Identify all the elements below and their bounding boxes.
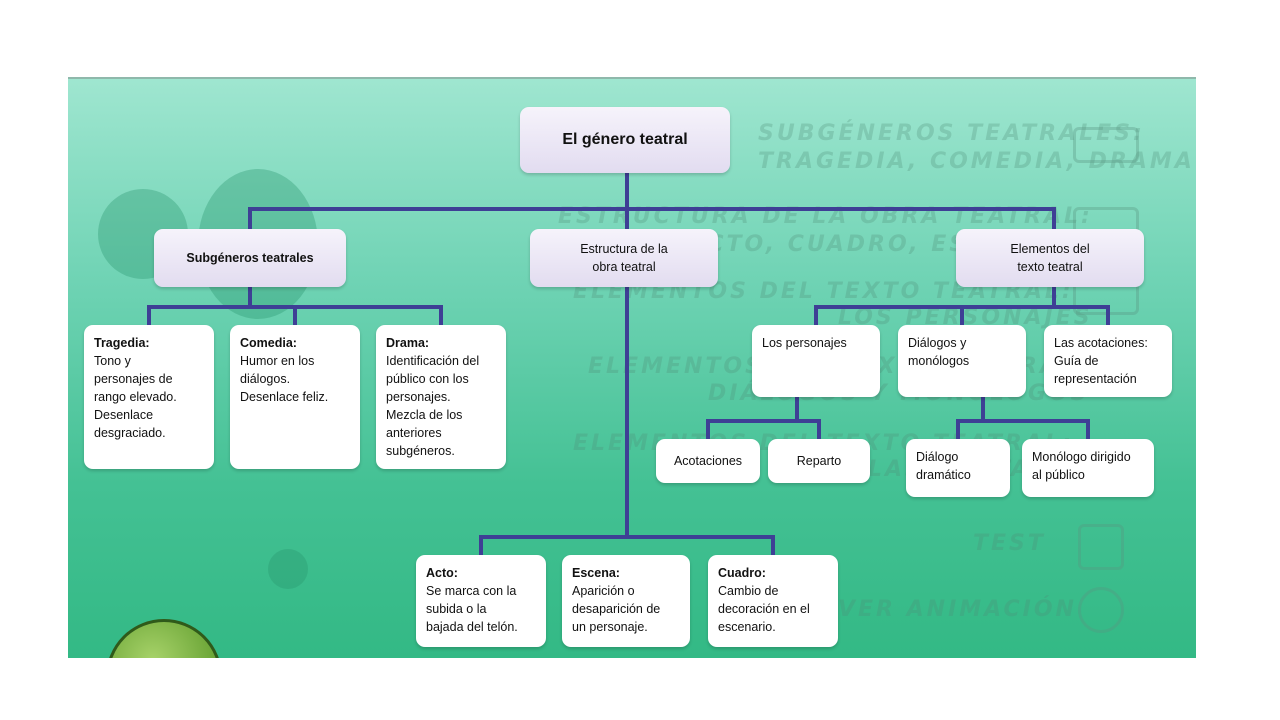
estructura-label-line: Estructura de la	[580, 242, 668, 256]
background-watermark: TEST	[973, 531, 1046, 556]
elementos-label-line: texto teatral	[1017, 260, 1083, 274]
root-node: El género teatral	[520, 107, 730, 173]
drama-line: anteriores	[386, 426, 442, 440]
acto-line: Se marca con la	[426, 584, 517, 598]
dialogos-node: Diálogos y monólogos	[898, 325, 1026, 397]
tragedia-line: rango elevado.	[94, 390, 177, 404]
comedia-title: Comedia:	[240, 336, 297, 350]
acto-line: bajada del telón.	[426, 620, 518, 634]
test-icon	[1078, 524, 1124, 570]
monologo-line: Monólogo dirigido	[1032, 450, 1131, 464]
tragedia-line: Tono y	[94, 354, 131, 368]
root-label: El género teatral	[562, 131, 688, 148]
drama-title: Drama:	[386, 336, 430, 350]
tragedia-line: Desenlace	[94, 408, 154, 422]
dialogo-dramatico-node: Diálogo dramático	[906, 439, 1010, 497]
reparto-label: Reparto	[796, 454, 842, 468]
escena-title: Escena:	[572, 566, 620, 580]
cuadro-line: decoración en el	[718, 602, 810, 616]
escena-line: Aparición o	[572, 584, 635, 598]
comedia-line: Humor en los	[240, 354, 315, 368]
escena-node: Escena: Aparición o desaparición de un p…	[562, 555, 690, 647]
subgeneros-node: Subgéneros teatrales	[154, 229, 346, 287]
sun-icon	[1078, 587, 1124, 633]
tragedia-title: Tragedia:	[94, 336, 150, 350]
comedia-node: Comedia: Humor en los diálogos. Desenlac…	[230, 325, 360, 469]
drama-line: personajes.	[386, 390, 451, 404]
monologo-line: al público	[1032, 468, 1085, 482]
comedia-line: Desenlace feliz.	[240, 390, 329, 404]
estructura-node: Estructura de la obra teatral	[530, 229, 718, 287]
acotaciones-guia-title: Las acotaciones:	[1054, 336, 1148, 350]
acotaciones-label: Acotaciones	[673, 454, 743, 468]
acotaciones-guia-line: Guía de	[1054, 354, 1099, 368]
background-watermark: VER ANIMACIÓN	[838, 597, 1077, 622]
background-watermark: SUBGÉNEROS TEATRALES:	[758, 121, 1145, 146]
estructura-label-line: obra teatral	[592, 260, 656, 274]
escena-line: desaparición de	[572, 602, 661, 616]
tragedia-node: Tragedia: Tono y personajes de rango ele…	[84, 325, 214, 469]
drama-line: público con los	[386, 372, 469, 386]
personajes-label: Los personajes	[762, 336, 847, 350]
acto-node: Acto: Se marca con la subida o la bajada…	[416, 555, 546, 647]
drama-node: Drama: Identificación del público con lo…	[376, 325, 506, 469]
personajes-node: Los personajes	[752, 325, 880, 397]
tragedia-line: desgraciado.	[94, 426, 166, 440]
connector-lines	[147, 171, 1110, 557]
cuadro-line: escenario.	[718, 620, 776, 634]
monologo-node: Monólogo dirigido al público	[1022, 439, 1154, 497]
subgeneros-label: Subgéneros teatrales	[186, 251, 314, 265]
escena-line: un personaje.	[572, 620, 648, 634]
acto-line: subida o la	[426, 602, 487, 616]
tragedia-line: personajes de	[94, 372, 173, 386]
dialogos-label-line: monólogos	[908, 354, 970, 368]
acto-title: Acto:	[426, 566, 458, 580]
comedia-line: diálogos.	[240, 372, 291, 386]
pencil-icon	[1073, 127, 1139, 163]
drama-line: Mezcla de los	[386, 408, 463, 422]
cuadro-node: Cuadro: Cambio de decoración en el escen…	[708, 555, 838, 647]
acotaciones-guia-line: representación	[1054, 372, 1137, 386]
dialogos-label-line: Diálogos y	[908, 336, 967, 350]
dialogo-dramatico-line: dramático	[916, 468, 971, 482]
cuadro-line: Cambio de	[718, 584, 779, 598]
elementos-node: Elementos del texto teatral	[956, 229, 1144, 287]
acotaciones-guia-node: Las acotaciones: Guía de representación	[1044, 325, 1172, 397]
drama-line: Identificación del	[386, 354, 480, 368]
elementos-label-line: Elementos del	[1010, 242, 1090, 256]
dialogo-dramatico-line: Diálogo	[916, 450, 959, 464]
background-watermark: TRAGEDIA, COMEDIA, DRAMA	[758, 149, 1195, 174]
diagram-canvas: SUBGÉNEROS TEATRALES: TRAGEDIA, COMEDIA,…	[68, 77, 1196, 658]
acotaciones-node: Acotaciones	[656, 439, 760, 483]
cuadro-title: Cuadro:	[718, 566, 766, 580]
background-blob	[268, 549, 308, 589]
reparto-node: Reparto	[768, 439, 870, 483]
drama-line: subgéneros.	[386, 444, 455, 458]
